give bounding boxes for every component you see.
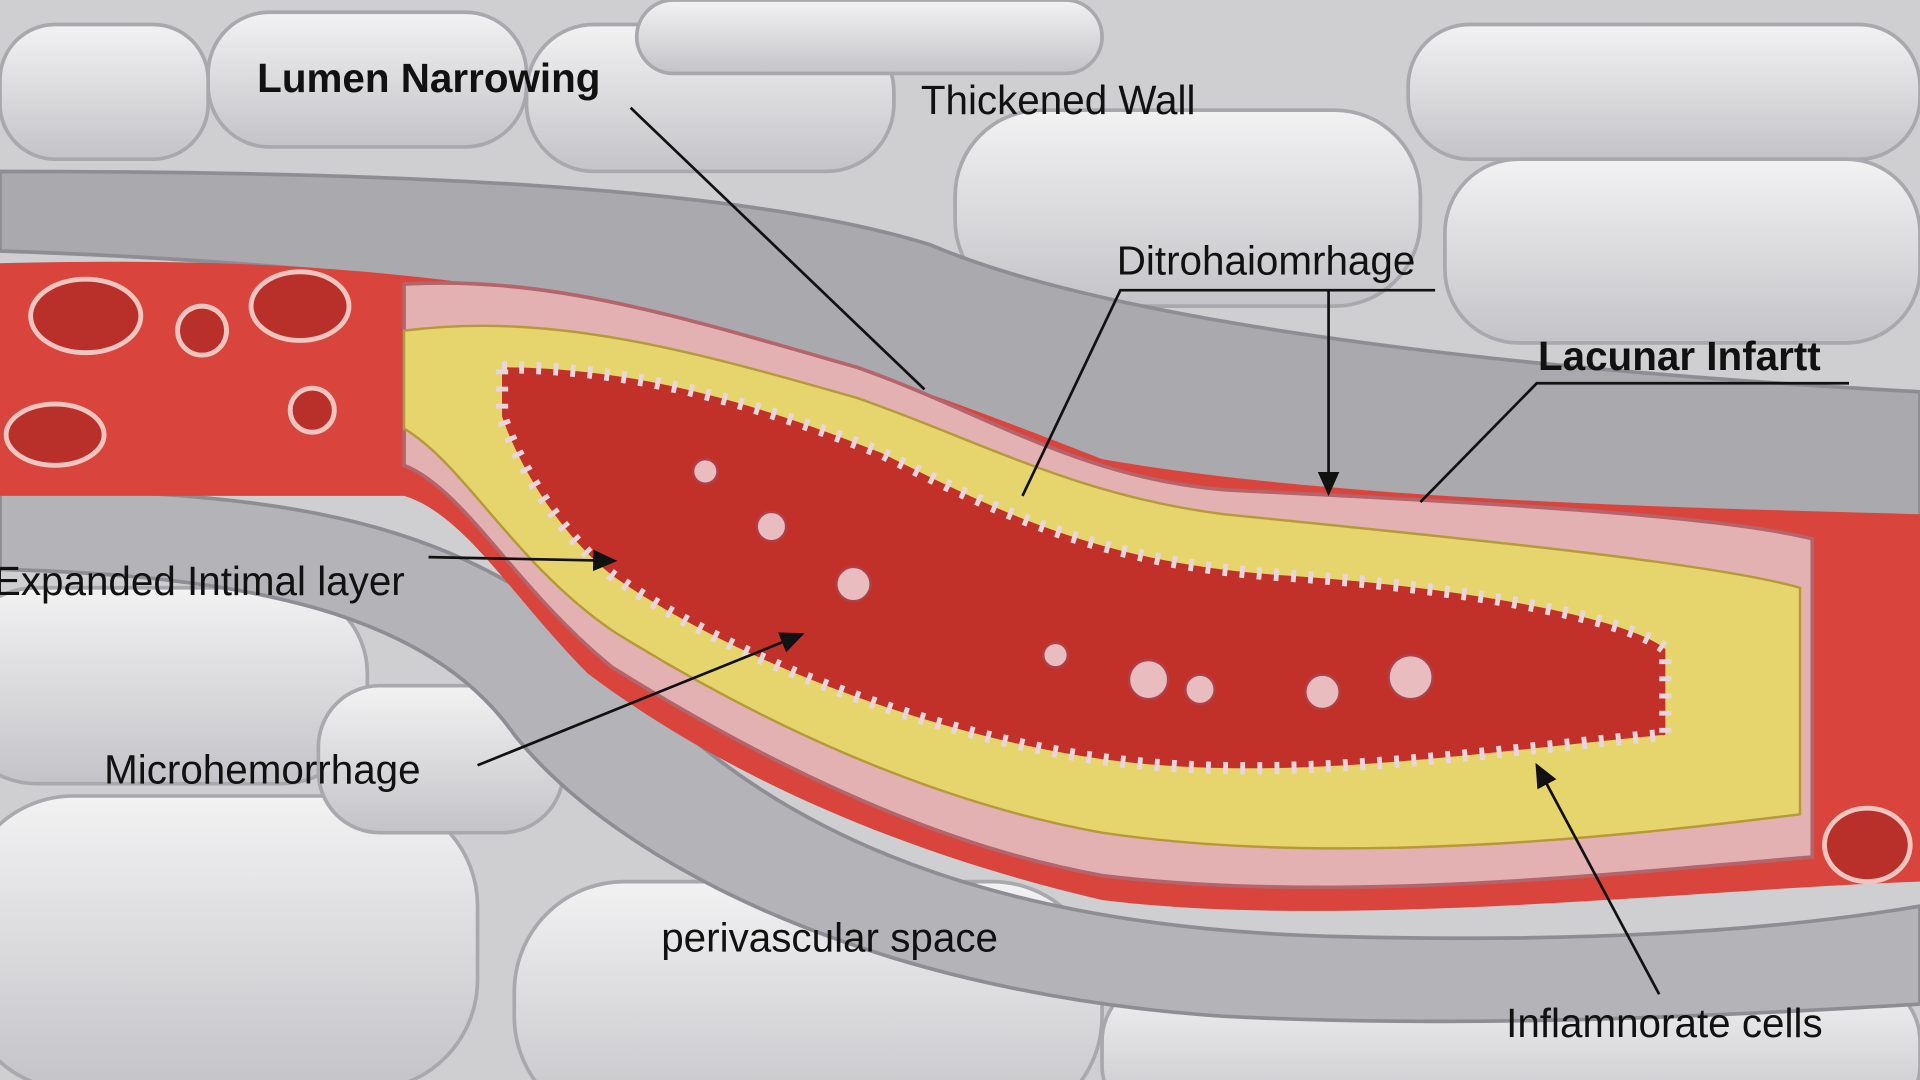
leader-lines: [428, 106, 1849, 995]
label-perivascular-space: perivascular space: [661, 914, 998, 960]
label-thickened-wall: Thickened Wall: [921, 77, 1196, 123]
label-microhemorrhage: Microhemorrhage: [104, 747, 421, 793]
label-lumen-narrowing: Lumen Narrowing: [257, 55, 600, 101]
label-lacunar-infartt: Lacunar Infartt: [1538, 333, 1821, 379]
vessel-lumen: [495, 361, 1672, 775]
label-inflamnorate-cells: Inflamnorate cells: [1506, 1000, 1823, 1046]
label-ditrohaiomrhage: Ditrohaiomrhage: [1117, 237, 1416, 283]
vessel-stub-left: [3, 269, 352, 468]
blood-cells: [691, 457, 1434, 711]
label-expanded-intimal-layer: Expanded Intimal layer: [0, 558, 405, 604]
vessel-stub-right: [1822, 805, 1913, 885]
